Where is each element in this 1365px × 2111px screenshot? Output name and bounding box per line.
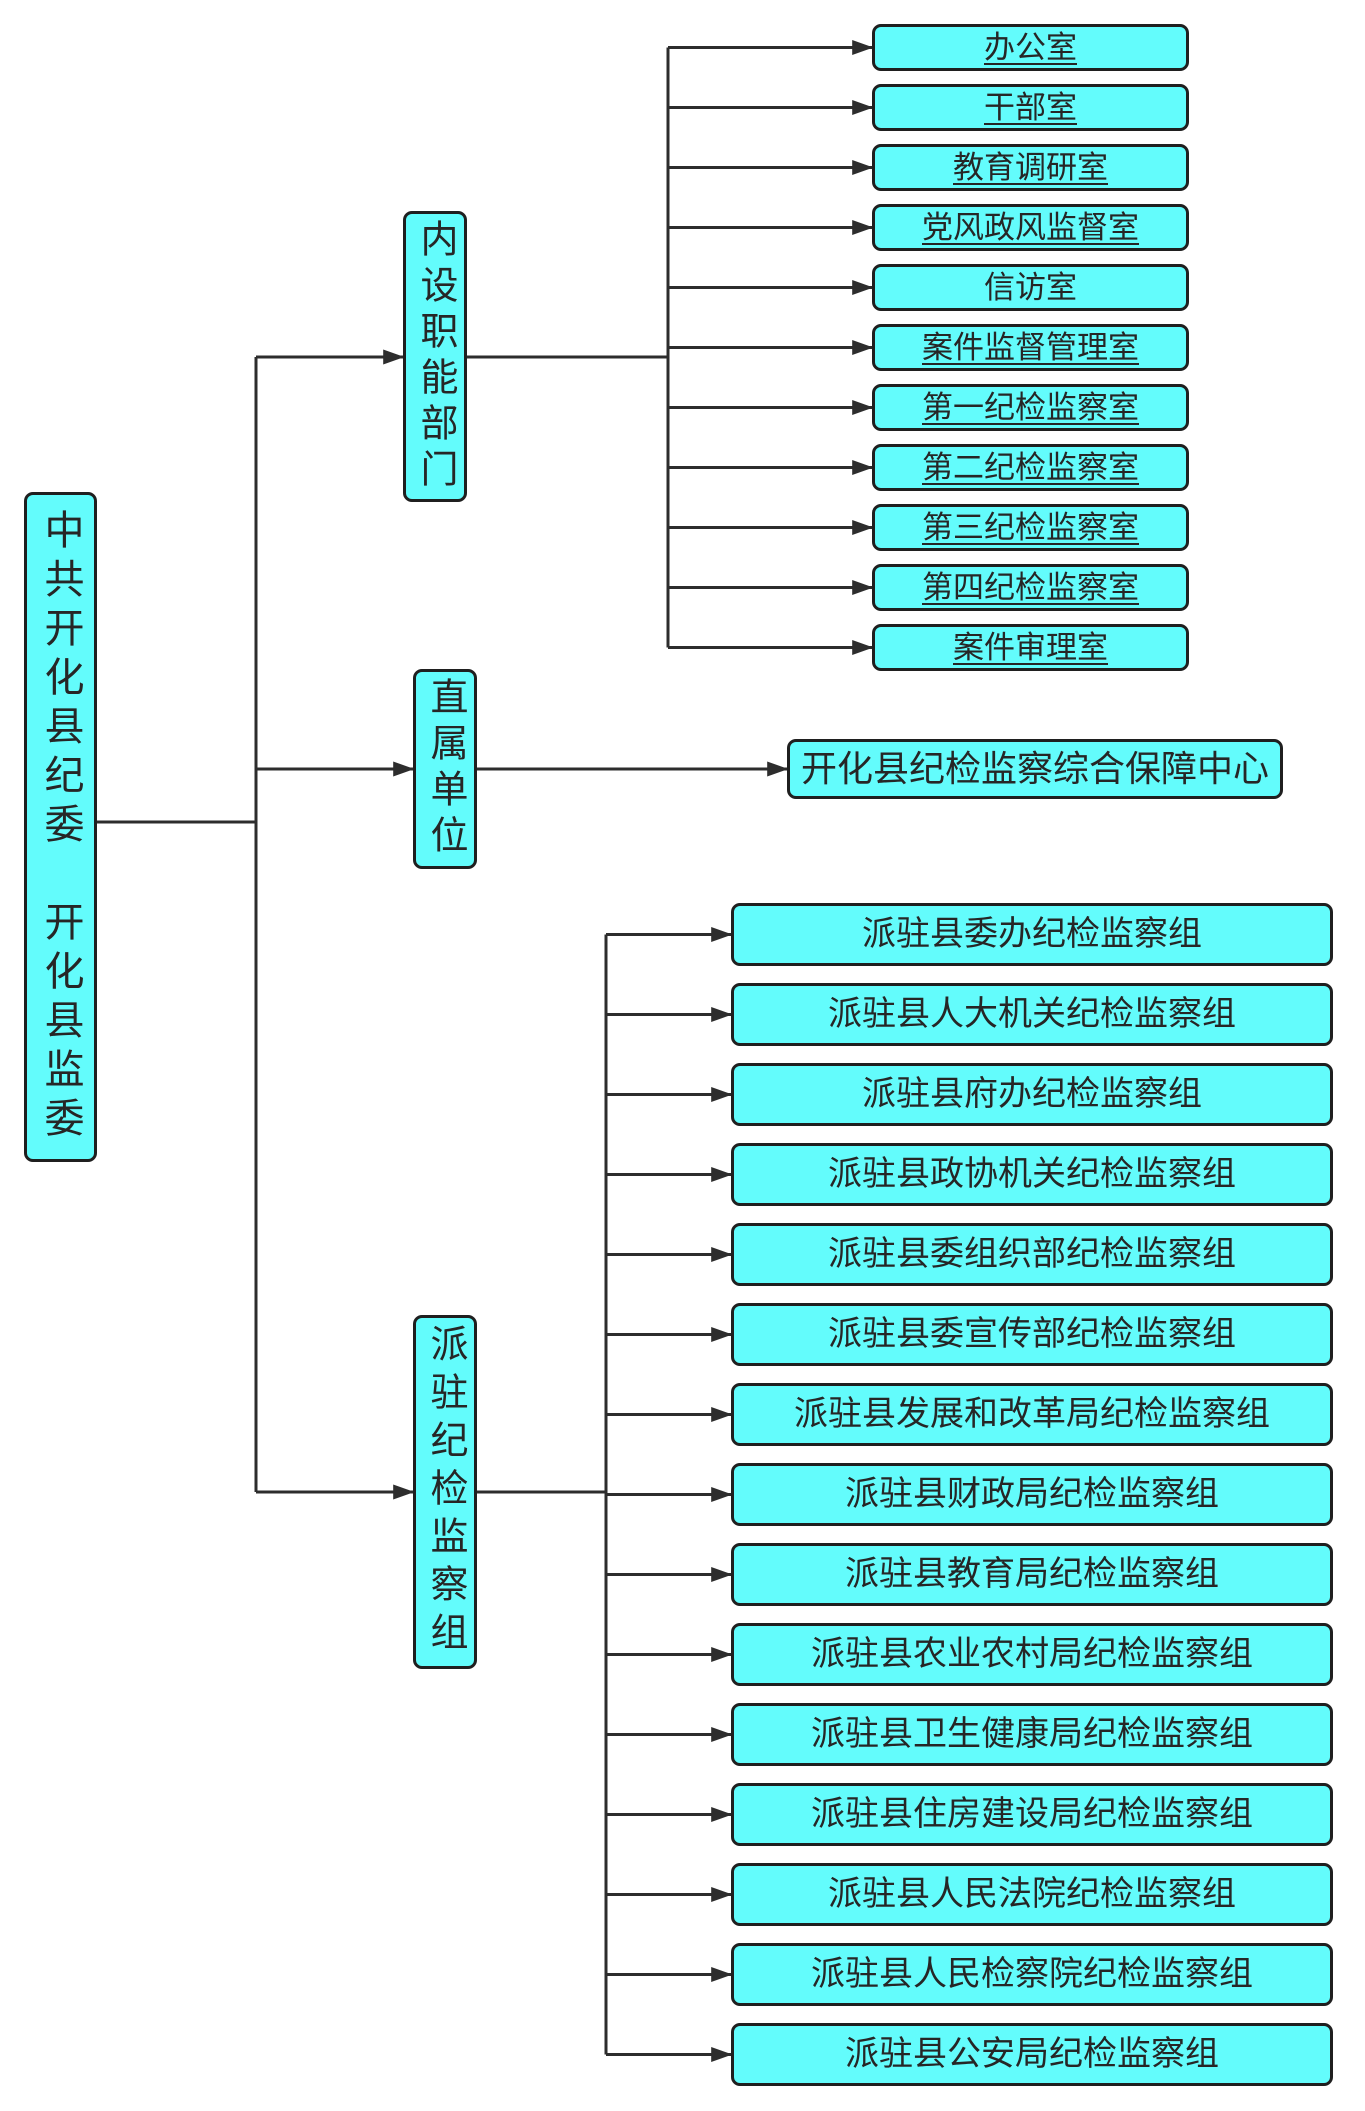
org-unit-box: 第二纪检监察室 xyxy=(872,444,1189,491)
org-unit-box: 派驻县财政局纪检监察组 xyxy=(731,1463,1333,1526)
org-unit-label: 派驻县教育局纪检监察组 xyxy=(845,1555,1219,1593)
org-unit-box: 派驻县卫生健康局纪检监察组 xyxy=(731,1703,1333,1766)
org-unit-link[interactable]: 党风政风监督室 xyxy=(922,210,1139,245)
org-unit-box: 派驻县委办纪检监察组 xyxy=(731,903,1333,966)
org-unit-box: 第三纪检监察室 xyxy=(872,504,1189,551)
org-unit-box: 派驻县人大机关纪检监察组 xyxy=(731,983,1333,1046)
org-unit-label: 派驻县委宣传部纪检监察组 xyxy=(828,1315,1236,1353)
org-unit-label: 派驻县委组织部纪检监察组 xyxy=(828,1235,1236,1273)
org-unit-box: 派驻县公安局纪检监察组 xyxy=(731,2023,1333,2086)
org-unit-box: 信访室 xyxy=(872,264,1189,311)
org-unit-box: 派驻县人民法院纪检监察组 xyxy=(731,1863,1333,1926)
org-unit-box: 派驻县人民检察院纪检监察组 xyxy=(731,1943,1333,2006)
branch-dispatched-groups-label: 派驻纪检监察组 xyxy=(424,1324,466,1660)
org-unit-link[interactable]: 第四纪检监察室 xyxy=(922,570,1139,605)
org-unit-label: 派驻县卫生健康局纪检监察组 xyxy=(811,1715,1253,1753)
org-unit-label: 派驻县农业农村局纪检监察组 xyxy=(811,1635,1253,1673)
org-unit-label: 派驻县公安局纪检监察组 xyxy=(845,2035,1219,2073)
root-org-box: 中共开化县纪委 开化县监委 xyxy=(24,492,97,1162)
org-unit-label: 派驻县委办纪检监察组 xyxy=(862,915,1202,953)
org-unit-box: 办公室 xyxy=(872,24,1189,71)
branch-dispatched-groups-box: 派驻纪检监察组 xyxy=(413,1315,477,1669)
org-unit-box: 第一纪检监察室 xyxy=(872,384,1189,431)
org-unit-label: 派驻县发展和改革局纪检监察组 xyxy=(794,1395,1270,1433)
org-unit-label: 信访室 xyxy=(984,270,1077,305)
org-unit-link[interactable]: 案件监督管理室 xyxy=(922,330,1139,365)
org-unit-label: 派驻县财政局纪检监察组 xyxy=(845,1475,1219,1513)
org-unit-link[interactable]: 案件审理室 xyxy=(953,630,1108,665)
branch-direct-units-label: 直属单位 xyxy=(424,677,466,861)
org-unit-label: 派驻县人民检察院纪检监察组 xyxy=(811,1955,1253,1993)
branch-internal-departments-label: 内设职能部门 xyxy=(414,218,456,495)
branch-direct-units-box: 直属单位 xyxy=(413,669,477,869)
org-unit-box: 教育调研室 xyxy=(872,144,1189,191)
org-unit-label: 开化县纪检监察综合保障中心 xyxy=(800,749,1269,789)
org-unit-box: 案件监督管理室 xyxy=(872,324,1189,371)
org-unit-link[interactable]: 第二纪检监察室 xyxy=(922,450,1139,485)
org-unit-box: 派驻县委宣传部纪检监察组 xyxy=(731,1303,1333,1366)
org-unit-box: 开化县纪检监察综合保障中心 xyxy=(787,739,1283,799)
org-unit-link[interactable]: 第三纪检监察室 xyxy=(922,510,1139,545)
org-unit-box: 派驻县住房建设局纪检监察组 xyxy=(731,1783,1333,1846)
org-unit-link[interactable]: 干部室 xyxy=(984,90,1077,125)
root-org-label: 中共开化县纪委 开化县监委 xyxy=(38,508,84,1146)
org-unit-box: 第四纪检监察室 xyxy=(872,564,1189,611)
org-unit-box: 党风政风监督室 xyxy=(872,204,1189,251)
org-unit-box: 案件审理室 xyxy=(872,624,1189,671)
org-unit-box: 派驻县农业农村局纪检监察组 xyxy=(731,1623,1333,1686)
org-unit-box: 派驻县政协机关纪检监察组 xyxy=(731,1143,1333,1206)
org-unit-box: 派驻县发展和改革局纪检监察组 xyxy=(731,1383,1333,1446)
org-unit-box: 派驻县府办纪检监察组 xyxy=(731,1063,1333,1126)
org-unit-label: 派驻县政协机关纪检监察组 xyxy=(828,1155,1236,1193)
org-unit-link[interactable]: 教育调研室 xyxy=(953,150,1108,185)
branch-internal-departments-box: 内设职能部门 xyxy=(403,211,467,502)
org-unit-label: 派驻县人民法院纪检监察组 xyxy=(828,1875,1236,1913)
org-unit-label: 派驻县人大机关纪检监察组 xyxy=(828,995,1236,1033)
org-unit-link[interactable]: 第一纪检监察室 xyxy=(922,390,1139,425)
org-unit-label: 派驻县府办纪检监察组 xyxy=(862,1075,1202,1113)
org-unit-box: 派驻县教育局纪检监察组 xyxy=(731,1543,1333,1606)
org-unit-link[interactable]: 办公室 xyxy=(984,30,1077,65)
org-unit-box: 派驻县委组织部纪检监察组 xyxy=(731,1223,1333,1286)
org-unit-label: 派驻县住房建设局纪检监察组 xyxy=(811,1795,1253,1833)
org-unit-box: 干部室 xyxy=(872,84,1189,131)
